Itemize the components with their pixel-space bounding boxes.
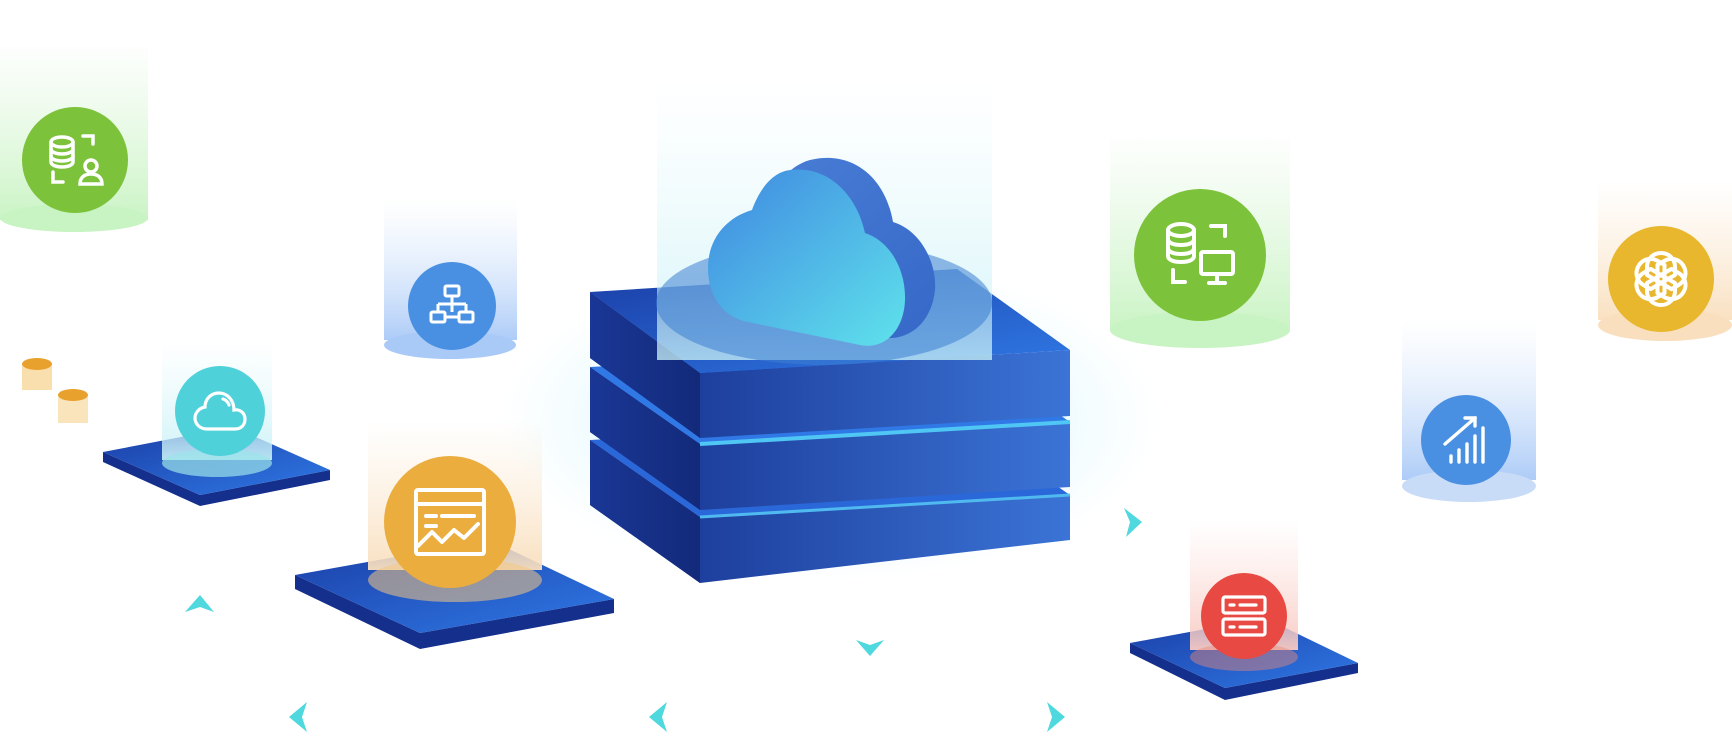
server-icon (1221, 595, 1267, 637)
server-badge[interactable] (1201, 573, 1287, 659)
coins (22, 358, 88, 423)
signal-growth-badge[interactable] (1421, 395, 1511, 485)
database-user-badge[interactable] (22, 107, 128, 213)
cloud-outline-icon (193, 391, 247, 431)
cloud-icon (708, 157, 936, 346)
arrow-left-icon (649, 702, 667, 732)
database-computer-icon (1166, 222, 1235, 285)
database-computer-badge[interactable] (1134, 189, 1266, 321)
chart-window-icon (414, 488, 486, 556)
cloud-badge[interactable] (175, 366, 265, 456)
arrow-right-icon (1047, 702, 1065, 732)
arrow-left-icon (289, 702, 307, 732)
database-user-icon (49, 134, 104, 186)
knot-icon (1634, 251, 1688, 307)
network-hierarchy-icon (429, 284, 475, 324)
arrow-right-icon (1124, 508, 1142, 537)
chart-window-badge[interactable] (384, 456, 516, 588)
signal-growth-icon (1443, 416, 1485, 464)
arrow-down-icon (856, 640, 884, 656)
arrow-up-icon (185, 595, 214, 612)
arrow-accents (185, 508, 1142, 732)
network-hierarchy-badge[interactable] (408, 262, 496, 350)
knot-badge[interactable] (1608, 226, 1714, 332)
